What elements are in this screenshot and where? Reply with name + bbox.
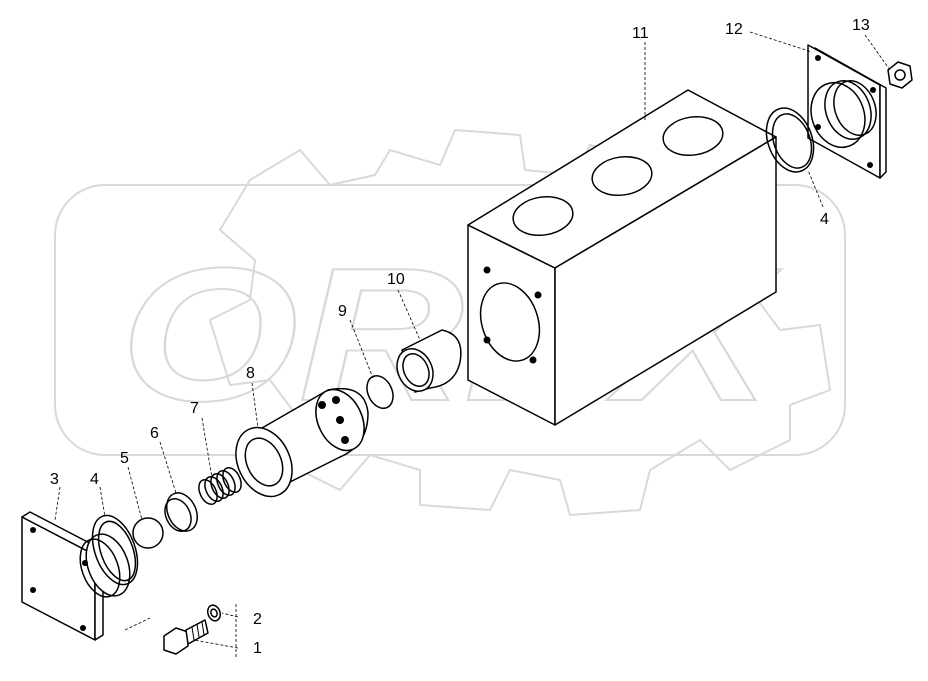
callout-6: 6 xyxy=(150,425,159,442)
callout-10: 10 xyxy=(387,271,405,288)
callout-11: 11 xyxy=(632,25,649,42)
right-cover xyxy=(807,44,887,179)
callout-labels: 1 2 3 4 4 5 6 7 8 9 10 11 12 13 xyxy=(50,17,870,657)
spring xyxy=(198,466,242,506)
watermark-gear xyxy=(208,128,832,517)
callout-7: 7 xyxy=(190,400,199,417)
callout-5: 5 xyxy=(120,450,129,467)
bolt xyxy=(163,619,209,655)
watermark-plate xyxy=(54,184,846,456)
callout-4-left: 4 xyxy=(90,471,99,488)
left-o-ring xyxy=(91,514,139,586)
leader-lines xyxy=(54,31,891,658)
callout-8: 8 xyxy=(246,365,255,382)
washer xyxy=(206,604,222,622)
spool xyxy=(235,388,369,498)
valve-housing xyxy=(467,89,777,426)
right-o-ring xyxy=(765,107,815,173)
ball xyxy=(132,517,164,549)
spring-cap xyxy=(164,492,198,532)
callout-4-right: 4 xyxy=(820,211,829,228)
left-cover xyxy=(21,511,131,641)
sleeve xyxy=(396,329,462,393)
callout-12: 12 xyxy=(725,21,743,38)
callout-13: 13 xyxy=(852,17,870,34)
callout-9: 9 xyxy=(338,303,347,320)
vent-plug xyxy=(887,61,913,89)
callout-3: 3 xyxy=(50,471,59,488)
callout-1: 1 xyxy=(253,640,262,657)
callout-2: 2 xyxy=(253,611,262,628)
